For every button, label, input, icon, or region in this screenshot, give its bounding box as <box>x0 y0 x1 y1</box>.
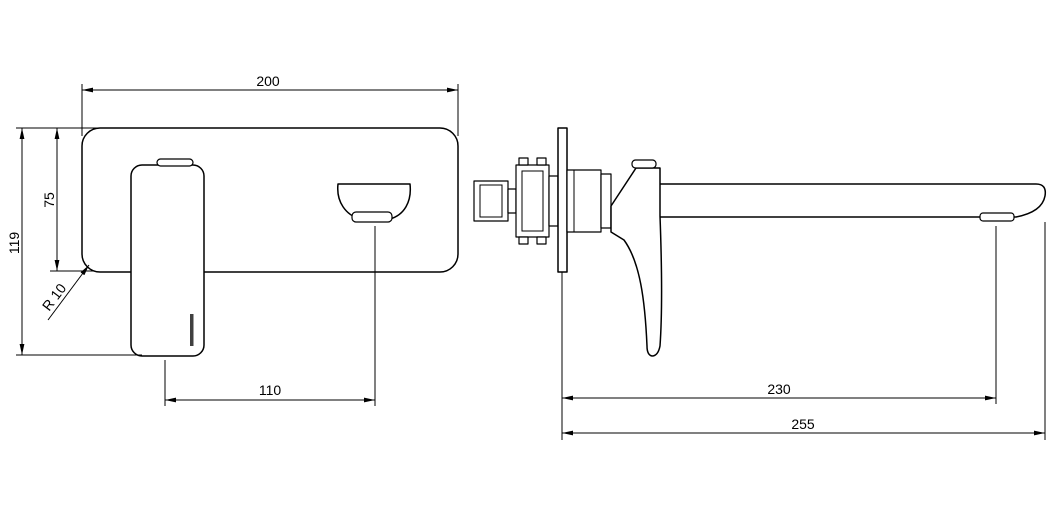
aerator-side <box>979 212 1015 222</box>
front-width-dimension: 200 <box>81 73 459 136</box>
overall-height-dimension: 119 <box>6 128 142 356</box>
threaded-nut <box>473 180 509 222</box>
lever-handle-cap <box>156 158 194 167</box>
lever-handle-side-cap <box>631 159 657 169</box>
projection-to-aerator-dimension: 230 <box>561 226 997 440</box>
valve-tab-bottom-right <box>536 236 547 245</box>
brand-logo-mark <box>190 314 194 346</box>
front-width-label: 200 <box>256 73 280 89</box>
plate-height-label: 75 <box>41 192 57 208</box>
nut-connector <box>507 188 517 214</box>
lever-handle-side <box>610 167 663 357</box>
threaded-nut-inner <box>479 184 503 218</box>
projection-to-aerator-label: 230 <box>767 381 791 397</box>
escutcheon-body <box>566 169 602 233</box>
corner-radius-callout: R 10 <box>39 264 90 321</box>
valve-tab-bottom-left <box>518 236 529 245</box>
handle-to-outlet-label: 110 <box>259 382 282 398</box>
escutcheon-collar <box>600 173 612 229</box>
spout-side <box>660 183 1047 218</box>
overall-projection-label: 255 <box>791 416 815 432</box>
valve-tab-top-left <box>518 157 529 166</box>
overall-height-label: 119 <box>6 232 22 255</box>
handle-to-outlet-dimension: 110 <box>164 226 376 406</box>
valve-body <box>515 164 550 238</box>
valve-tab-top-right <box>536 157 547 166</box>
overall-projection-dimension: 255 <box>562 222 1046 440</box>
side-view <box>473 127 1047 357</box>
wall-plate-side <box>557 127 568 273</box>
plate-connector <box>548 175 559 227</box>
front-view <box>81 127 459 357</box>
aerator-front <box>351 211 393 223</box>
radius-leader-line <box>47 264 90 321</box>
valve-body-inner <box>521 170 544 232</box>
